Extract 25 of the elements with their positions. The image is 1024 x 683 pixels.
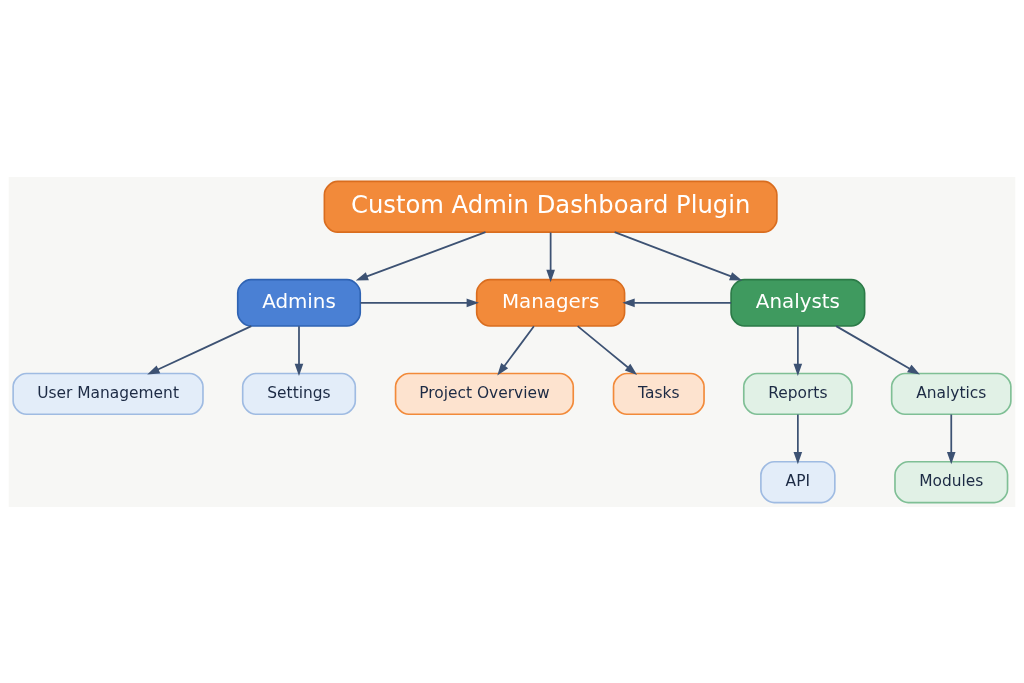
arrow [147,324,253,375]
node-box: Managers [475,278,626,327]
node-box: Analytics [890,372,1012,415]
arrow [793,413,803,464]
arrow [546,231,555,282]
node-box: Analysts [730,278,866,327]
arrow [294,324,304,376]
node-box: Project Overview [394,372,575,415]
arrow [946,413,956,464]
arrow [613,230,743,281]
node-box: API [760,460,836,503]
node-box: Settings [241,372,357,415]
node-box: Custom Admin Dashboard Plugin [323,180,778,233]
arrow [497,324,535,376]
arrow [793,324,803,376]
arrow [576,324,638,375]
node-box: Reports [742,372,853,415]
node-box: User Management [12,372,204,415]
arrow [359,298,479,307]
node-box: Modules [894,460,1009,503]
arrow [622,298,732,307]
node-box: Tasks [612,372,705,415]
node-box: Admins [236,278,362,327]
arrow [355,230,487,281]
arrow [835,324,920,375]
